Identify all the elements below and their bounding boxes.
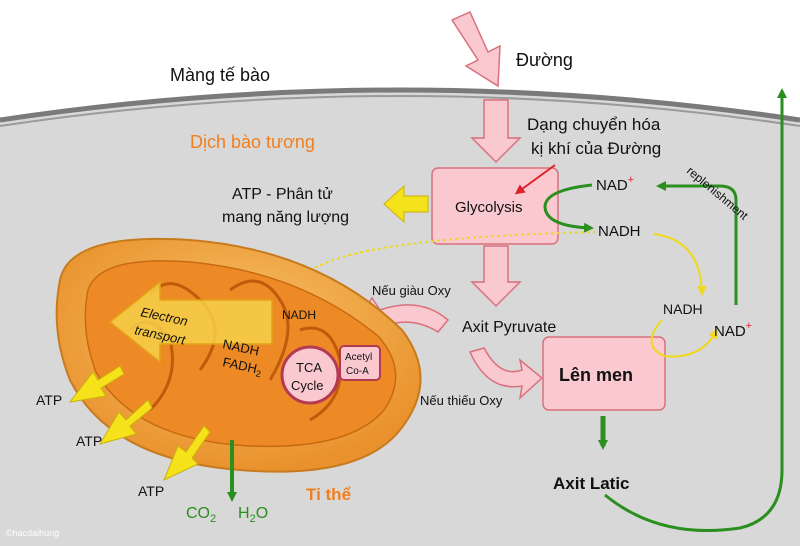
electron-transport-arrow	[108, 280, 273, 364]
nadh-right-label: NADH	[663, 301, 703, 317]
atp-arrow-3	[163, 425, 211, 482]
acetyl-label-2: Co-A	[346, 366, 369, 377]
arrow-to-glycolysis	[470, 99, 522, 164]
acetyl-coa-box	[339, 345, 381, 381]
nad-to-nadh-curve	[543, 183, 594, 233]
atp-output-arrow	[383, 184, 429, 224]
acetyl-label-1: Acetyl	[345, 352, 372, 363]
h2o-label: H2O	[238, 505, 268, 525]
replenishment-arrow	[656, 181, 738, 305]
fermentation-label: Lên men	[559, 365, 633, 385]
nadh-transfer-right	[653, 233, 707, 296]
nad-plus-top: NAD+	[596, 174, 634, 194]
sugar-arrow	[450, 11, 501, 88]
cytoplasm-label: Dịch bào tương	[190, 132, 315, 152]
nadh-top: NADH	[598, 223, 641, 240]
anaerobic-label-2: kị khí của Đường	[531, 139, 661, 158]
cell-membrane-label: Màng tế bào	[170, 65, 270, 85]
atp-label-1: ATP	[36, 392, 62, 408]
atp-molecule-label-2: mang năng lượng	[222, 209, 349, 226]
nadh-to-nad-curve	[650, 319, 718, 358]
lactate-return-arrow	[604, 88, 787, 533]
nadh-fadh-label-2: FADH2	[221, 354, 263, 379]
co2-label: CO2	[186, 505, 216, 525]
pyruvic-acid-label: Axit Pyruvate	[462, 319, 556, 336]
tca-label-1: TCA	[296, 360, 322, 375]
glycolysis-label: Glycolysis	[455, 199, 523, 216]
sugar-label: Đường	[516, 50, 573, 70]
nadh-fadh-label-1: NADH	[221, 336, 260, 358]
if-oxygen-rich-label: Nếu giàu Oxy	[372, 283, 451, 298]
atp-molecule-label-1: ATP - Phân tử	[232, 186, 333, 203]
watermark: ©hacdaihung	[6, 528, 59, 538]
nadh-mito-label: NADH	[282, 308, 316, 322]
atp-label-2: ATP	[76, 433, 102, 449]
cell-membrane	[0, 87, 800, 123]
anaerobic-arrow	[468, 347, 544, 401]
fermentation-box	[542, 336, 666, 411]
tca-cycle	[280, 345, 340, 405]
tca-label-2: Cycle	[291, 378, 324, 393]
arrow-to-pyruvate	[470, 245, 522, 308]
mitochondria-label: Ti thể	[306, 485, 352, 504]
anaerobic-pointer	[514, 164, 556, 195]
atp-label-3: ATP	[138, 483, 164, 499]
nad-plus-right: NAD+	[714, 320, 752, 340]
lactic-acid-label: Axit Latic	[553, 474, 630, 493]
atp-arrow-1	[68, 365, 125, 403]
if-oxygen-lack-label: Nếu thiếu Oxy	[420, 393, 503, 408]
anaerobic-label-1: Dạng chuyển hóa	[527, 115, 661, 134]
atp-arrow-2	[98, 399, 153, 445]
